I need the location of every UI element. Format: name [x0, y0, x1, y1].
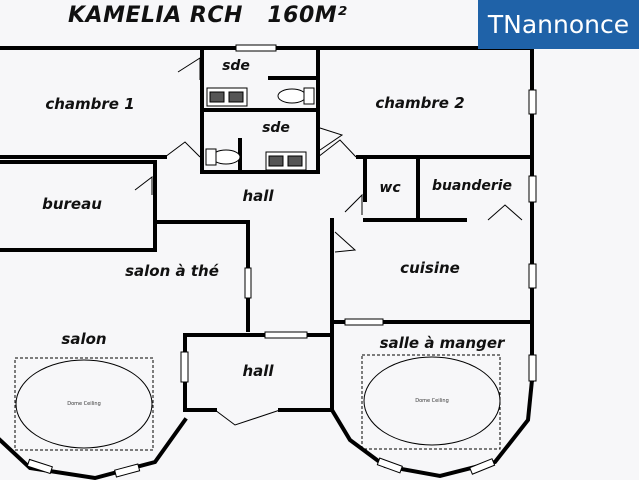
room-label-chambre2: chambre 2	[375, 94, 465, 112]
sink-basin-3	[268, 155, 284, 167]
window-right-1	[528, 89, 537, 115]
window-bay-right-1	[376, 457, 403, 474]
window-right-3	[528, 263, 537, 289]
tnannonce-logo: TNannonce	[478, 0, 639, 49]
door-sde-right	[319, 127, 344, 151]
room-label-salle-manger: salle à manger	[379, 334, 505, 352]
window-salonthe	[244, 267, 252, 299]
window-cuisine	[344, 318, 384, 326]
window-right-2	[528, 175, 537, 203]
room-label-hall-top: hall	[242, 187, 274, 205]
room-label-cuisine: cuisine	[400, 259, 460, 277]
window-bay-right-2	[469, 458, 496, 475]
dome-ellipse-left	[15, 359, 153, 449]
toilet-tank-top	[303, 87, 315, 105]
room-label-hall-bottom: hall	[242, 362, 274, 380]
window-top	[235, 44, 277, 52]
sink-basin-4	[287, 155, 303, 167]
door-chambre1-hall	[164, 141, 201, 158]
room-label-salon-the: salon à thé	[125, 262, 219, 280]
toilet-tank-bottom	[205, 148, 217, 166]
wall-bay-left	[0, 417, 188, 480]
sink-basin-2	[228, 91, 244, 103]
room-label-wc: wc	[379, 180, 401, 196]
window-hall-top	[264, 331, 308, 339]
door-entrance	[214, 409, 281, 426]
sink-basin-1	[209, 91, 225, 103]
dome-ellipse-right	[363, 356, 501, 446]
room-label-bureau: bureau	[42, 195, 102, 213]
room-label-buanderie: buanderie	[431, 178, 513, 194]
room-label-chambre1: chambre 1	[45, 95, 135, 113]
door-wc	[344, 193, 363, 215]
toilet-top	[277, 88, 307, 104]
window-bay-left-2	[114, 463, 141, 478]
window-bay-left-1	[26, 458, 53, 475]
plan-title: KAMELIA RCH 160M²	[68, 3, 348, 28]
window-right-4	[528, 354, 537, 382]
room-label-salon: salon	[61, 330, 107, 348]
wall-bay-right	[329, 377, 535, 479]
door-buanderie	[487, 204, 523, 221]
room-label-sde-top: sde	[222, 58, 250, 74]
dome-label-left: Dome Ceiling	[67, 401, 101, 407]
dome-label-right: Dome Ceiling	[415, 398, 449, 404]
door-chambre2	[317, 139, 357, 158]
door-bureau	[134, 175, 153, 195]
room-label-sde-bottom: sde	[262, 120, 290, 136]
door-chambre1	[177, 57, 201, 80]
window-hall-left	[180, 351, 189, 383]
door-cuisine	[334, 231, 357, 253]
